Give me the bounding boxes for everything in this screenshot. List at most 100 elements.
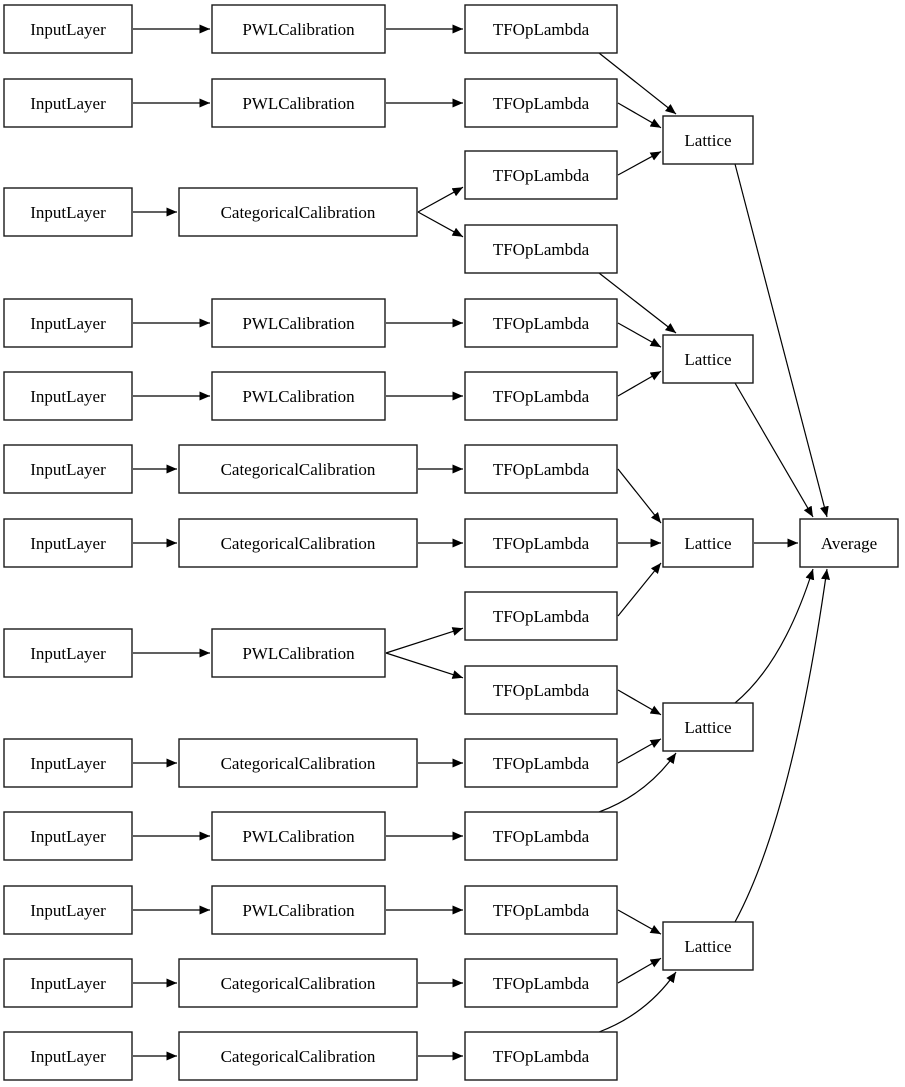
node-box-lambda bbox=[464, 4, 618, 54]
node-label-categorical: CategoricalCalibration bbox=[221, 203, 376, 222]
node-box-lambda bbox=[464, 518, 618, 568]
edge-lambda_14-lattice_5 bbox=[617, 957, 662, 984]
node-box-input bbox=[3, 371, 133, 421]
node-box-input bbox=[3, 738, 133, 788]
node-lambda_15: TFOpLambda bbox=[464, 1031, 618, 1081]
node-lambda_3: TFOpLambda bbox=[464, 150, 618, 200]
node-box-categorical bbox=[178, 187, 418, 237]
node-cat_6: CategoricalCalibration bbox=[178, 1031, 418, 1081]
node-lambda_11: TFOpLambda bbox=[464, 738, 618, 788]
node-cat_1: CategoricalCalibration bbox=[178, 187, 418, 237]
node-label-lambda: TFOpLambda bbox=[493, 387, 590, 406]
node-box-input bbox=[3, 1031, 133, 1081]
node-label-pwl: PWLCalibration bbox=[242, 94, 355, 113]
node-label-input: InputLayer bbox=[30, 534, 106, 553]
edge-lattice_5-average bbox=[734, 568, 830, 923]
node-input_3: InputLayer bbox=[3, 187, 133, 237]
edge-lattice_2-average bbox=[734, 382, 814, 518]
node-input_1: InputLayer bbox=[3, 4, 133, 54]
node-input_9: InputLayer bbox=[3, 738, 133, 788]
node-pwl_6: PWLCalibration bbox=[211, 811, 386, 861]
node-label-average: Average bbox=[821, 534, 877, 553]
edge-lambda_6-lattice_2 bbox=[617, 370, 662, 397]
node-cat_3: CategoricalCalibration bbox=[178, 518, 418, 568]
node-box-lambda bbox=[464, 591, 618, 641]
node-label-input: InputLayer bbox=[30, 387, 106, 406]
edge-pwl_5-lambda_10 bbox=[385, 652, 464, 679]
edge-lambda_2-lattice_1 bbox=[617, 102, 662, 129]
node-label-lambda: TFOpLambda bbox=[493, 314, 590, 333]
node-label-categorical: CategoricalCalibration bbox=[221, 754, 376, 773]
edge-cat_1-lambda_4 bbox=[417, 211, 464, 238]
node-label-pwl: PWLCalibration bbox=[242, 901, 355, 920]
node-label-categorical: CategoricalCalibration bbox=[221, 1047, 376, 1066]
edge-lambda_12-lattice_4 bbox=[598, 752, 677, 813]
edge-lambda_5-lattice_2 bbox=[617, 322, 662, 348]
node-label-lambda: TFOpLambda bbox=[493, 827, 590, 846]
node-label-lambda: TFOpLambda bbox=[493, 607, 590, 626]
node-lambda_7: TFOpLambda bbox=[464, 444, 618, 494]
node-label-lambda: TFOpLambda bbox=[493, 754, 590, 773]
node-box-pwl bbox=[211, 78, 386, 128]
node-pwl_1: PWLCalibration bbox=[211, 4, 386, 54]
node-label-input: InputLayer bbox=[30, 644, 106, 663]
node-label-lambda: TFOpLambda bbox=[493, 974, 590, 993]
nodes-layer: InputLayerInputLayerInputLayerInputLayer… bbox=[3, 4, 899, 1081]
node-box-lambda bbox=[464, 78, 618, 128]
edge-lambda_3-lattice_1 bbox=[617, 151, 662, 176]
node-label-input: InputLayer bbox=[30, 901, 106, 920]
edge-lambda_15-lattice_5 bbox=[598, 971, 677, 1033]
node-label-categorical: CategoricalCalibration bbox=[221, 534, 376, 553]
node-box-input bbox=[3, 444, 133, 494]
node-label-pwl: PWLCalibration bbox=[242, 644, 355, 663]
node-pwl_5: PWLCalibration bbox=[211, 628, 386, 678]
node-label-input: InputLayer bbox=[30, 20, 106, 39]
node-label-pwl: PWLCalibration bbox=[242, 314, 355, 333]
node-label-pwl: PWLCalibration bbox=[242, 20, 355, 39]
node-lambda_9: TFOpLambda bbox=[464, 591, 618, 641]
node-label-lambda: TFOpLambda bbox=[493, 460, 590, 479]
edge-lambda_4-lattice_2 bbox=[598, 272, 677, 334]
node-box-input bbox=[3, 628, 133, 678]
node-cat_2: CategoricalCalibration bbox=[178, 444, 418, 494]
node-box-input bbox=[3, 811, 133, 861]
node-input_2: InputLayer bbox=[3, 78, 133, 128]
edge-lambda_13-lattice_5 bbox=[617, 909, 662, 935]
node-box-lattice bbox=[662, 334, 754, 384]
node-box-lambda bbox=[464, 444, 618, 494]
node-lambda_8: TFOpLambda bbox=[464, 518, 618, 568]
node-box-categorical bbox=[178, 958, 418, 1008]
node-label-lambda: TFOpLambda bbox=[493, 240, 590, 259]
node-lambda_12: TFOpLambda bbox=[464, 811, 618, 861]
node-label-lambda: TFOpLambda bbox=[493, 681, 590, 700]
node-box-input bbox=[3, 518, 133, 568]
node-box-lambda bbox=[464, 150, 618, 200]
edge-cat_1-lambda_3 bbox=[417, 186, 464, 213]
node-box-lambda bbox=[464, 665, 618, 715]
node-label-lattice: Lattice bbox=[684, 718, 731, 737]
node-input_7: InputLayer bbox=[3, 518, 133, 568]
node-lambda_2: TFOpLambda bbox=[464, 78, 618, 128]
node-lattice_2: Lattice bbox=[662, 334, 754, 384]
node-box-lambda bbox=[464, 958, 618, 1008]
edge-lambda_9-lattice_3 bbox=[617, 562, 662, 617]
node-box-lambda bbox=[464, 738, 618, 788]
node-box-categorical bbox=[178, 1031, 418, 1081]
node-box-categorical bbox=[178, 738, 418, 788]
node-input_8: InputLayer bbox=[3, 628, 133, 678]
node-box-lambda bbox=[464, 1031, 618, 1081]
node-box-average bbox=[799, 518, 899, 568]
node-label-input: InputLayer bbox=[30, 94, 106, 113]
node-input_13: InputLayer bbox=[3, 1031, 133, 1081]
node-label-categorical: CategoricalCalibration bbox=[221, 974, 376, 993]
edges-layer bbox=[133, 24, 830, 1061]
node-pwl_7: PWLCalibration bbox=[211, 885, 386, 935]
node-label-input: InputLayer bbox=[30, 754, 106, 773]
node-cat_4: CategoricalCalibration bbox=[178, 738, 418, 788]
edge-lambda_11-lattice_4 bbox=[617, 738, 662, 764]
node-box-categorical bbox=[178, 444, 418, 494]
node-box-input bbox=[3, 78, 133, 128]
node-box-lattice bbox=[662, 921, 754, 971]
node-pwl_3: PWLCalibration bbox=[211, 298, 386, 348]
